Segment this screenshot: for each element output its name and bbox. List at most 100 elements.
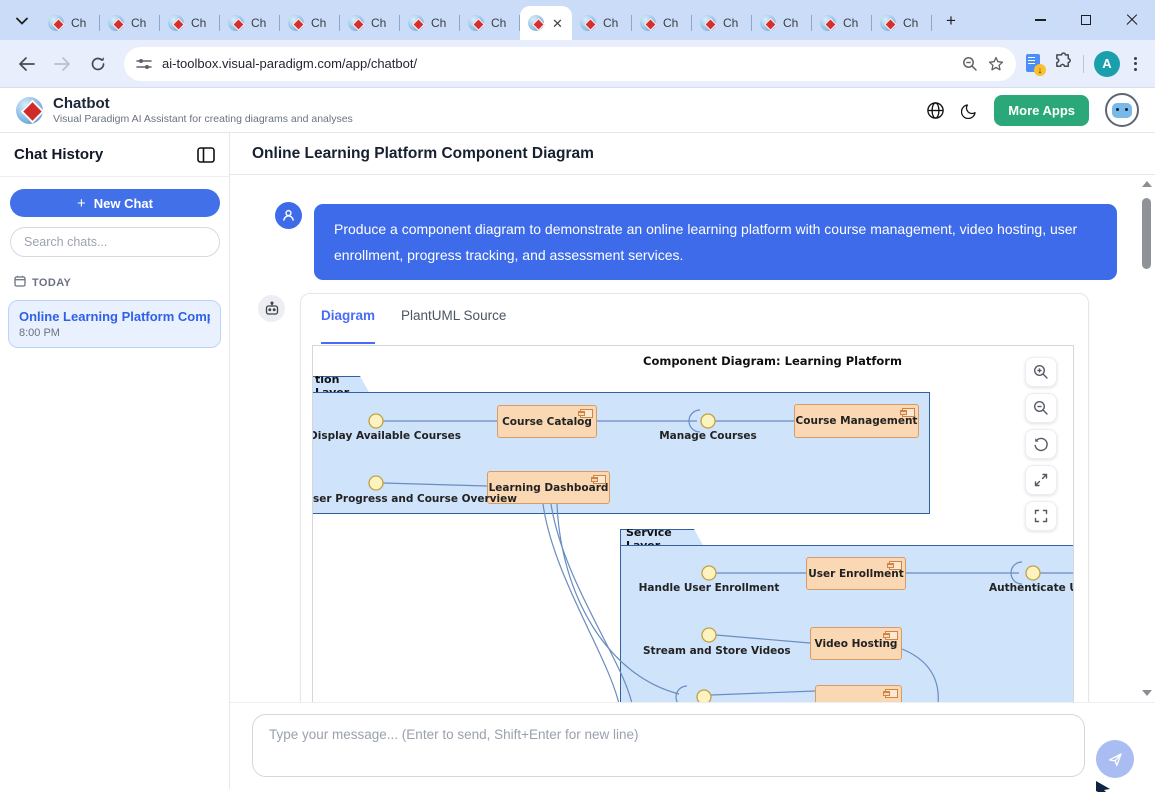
diagram-viewport: tion Layer Service Layer: [312, 345, 1074, 702]
browser-tab[interactable]: Ch ✕: [692, 6, 752, 40]
zoom-out-button[interactable]: [1025, 393, 1057, 423]
window-maximize-button[interactable]: [1063, 0, 1109, 40]
site-settings-icon[interactable]: [136, 58, 152, 70]
window-minimize-button[interactable]: [1017, 0, 1063, 40]
expand-button[interactable]: [1025, 465, 1057, 495]
browser-tab[interactable]: Ch ✕: [460, 6, 520, 40]
interface-handle-user-enrollment: Handle User Enrollment: [638, 582, 780, 594]
browser-tab[interactable]: Ch ✕: [752, 6, 812, 40]
scroll-down-arrow[interactable]: [1142, 690, 1152, 696]
component-video-hosting: Video Hosting: [810, 627, 902, 660]
bookmark-star-icon[interactable]: [988, 56, 1004, 72]
app-title: Chatbot: [53, 95, 353, 113]
toolbar-divider: [1083, 55, 1084, 73]
browser-tab[interactable]: Ch ✕: [340, 6, 400, 40]
search-chats-input[interactable]: [10, 227, 220, 257]
app-subtitle: Visual Paradigm AI Assistant for creatin…: [53, 113, 353, 125]
toolbar-right: ↓ A: [1026, 51, 1145, 77]
zoom-in-button[interactable]: [1025, 357, 1057, 387]
new-tab-button[interactable]: +: [938, 8, 964, 34]
new-chat-button[interactable]: + New Chat: [10, 189, 220, 217]
diagram-reply-card: Diagram PlantUML Source tion Layer Servi…: [300, 293, 1089, 702]
reload-button[interactable]: [82, 48, 114, 80]
visual-paradigm-favicon: [288, 15, 304, 31]
visual-paradigm-favicon: [108, 15, 124, 31]
zoom-page-icon[interactable]: [962, 56, 978, 72]
component-icon: [593, 475, 606, 484]
interface-user-progress: ser Progress and Course Overview: [313, 493, 517, 505]
chat-scrollbar[interactable]: [1140, 177, 1153, 700]
visual-paradigm-favicon: [228, 15, 244, 31]
scrollbar-thumb[interactable]: [1142, 198, 1151, 269]
component-icon: [902, 408, 915, 417]
page-title: Online Learning Platform Component Diagr…: [252, 145, 594, 163]
browser-tab[interactable]: Ch ✕: [872, 6, 932, 40]
send-button[interactable]: [1096, 740, 1134, 778]
browser-tab[interactable]: Ch ✕: [572, 6, 632, 40]
main-panel: Online Learning Platform Component Diagr…: [230, 133, 1155, 789]
visual-paradigm-favicon: [580, 15, 596, 31]
browser-tab[interactable]: Ch ✕: [400, 6, 460, 40]
fullscreen-button[interactable]: [1025, 501, 1057, 531]
collapse-sidebar-icon[interactable]: [197, 147, 215, 163]
visual-paradigm-favicon: [528, 15, 544, 31]
browser-menu-kebab-icon[interactable]: [1130, 53, 1141, 75]
scroll-up-arrow[interactable]: [1142, 181, 1152, 187]
browser-tab[interactable]: Ch ✕: [632, 6, 692, 40]
message-composer: [230, 702, 1155, 788]
browser-tab[interactable]: Ch ✕: [812, 6, 872, 40]
dark-mode-moon-icon[interactable]: [961, 102, 978, 119]
browser-tab[interactable]: Ch ✕: [100, 6, 160, 40]
diagram-zoom-controls: [1025, 357, 1057, 531]
chat-item-time: 8:00 PM: [19, 327, 210, 339]
interface-manage-courses: Manage Courses: [658, 430, 758, 442]
message-input[interactable]: [252, 714, 1085, 777]
interface-authenticate-users: Authenticate Users: [989, 582, 1074, 594]
browser-tab[interactable]: Ch ✕: [520, 6, 572, 40]
language-globe-icon[interactable]: [926, 101, 945, 120]
sidebar-title: Chat History: [14, 146, 103, 163]
app-header: Chatbot Visual Paradigm AI Assistant for…: [0, 88, 1155, 133]
component-icon: [885, 689, 898, 698]
window-controls: [1017, 0, 1155, 40]
new-chat-label: New Chat: [94, 196, 153, 211]
browser-tab[interactable]: Ch ✕: [280, 6, 340, 40]
visual-paradigm-favicon: [468, 15, 484, 31]
visual-paradigm-favicon: [348, 15, 364, 31]
mouse-cursor: [1096, 779, 1112, 797]
chat-history-sidebar: Chat History + New Chat TODAY Online Lea…: [0, 133, 230, 789]
tab-search-chevron-icon[interactable]: [8, 7, 36, 35]
extensions-puzzle-icon[interactable]: [1054, 52, 1073, 76]
chat-area: Produce a component diagram to demonstra…: [230, 175, 1155, 702]
component-user-enrollment: User Enrollment: [806, 557, 906, 590]
reading-list-extension-icon[interactable]: ↓: [1026, 54, 1044, 74]
browser-tab[interactable]: Ch ✕: [40, 6, 100, 40]
url-text: ai-toolbox.visual-paradigm.com/app/chatb…: [162, 56, 952, 71]
tab-close-icon[interactable]: ✕: [552, 17, 563, 30]
tab-plantuml-source[interactable]: PlantUML Source: [401, 308, 506, 344]
window-close-button[interactable]: [1109, 0, 1155, 40]
tab-diagram[interactable]: Diagram: [321, 308, 375, 344]
reset-view-button[interactable]: [1025, 429, 1057, 459]
chat-history-item[interactable]: Online Learning Platform Comp... 8:00 PM: [8, 300, 221, 348]
visual-paradigm-favicon: [700, 15, 716, 31]
section-today-label: TODAY: [32, 277, 71, 289]
browser-tab-strip: Ch ✕ Ch ✕ Ch ✕ Ch ✕ Ch ✕ Ch ✕ Ch ✕: [0, 0, 1155, 40]
interface-stream-store-videos: Stream and Store Videos: [643, 645, 783, 657]
profile-avatar[interactable]: A: [1094, 51, 1120, 77]
more-apps-button[interactable]: More Apps: [994, 95, 1089, 126]
omnibox[interactable]: ai-toolbox.visual-paradigm.com/app/chatb…: [124, 47, 1016, 81]
browser-tab[interactable]: Ch ✕: [220, 6, 280, 40]
visual-paradigm-favicon: [760, 15, 776, 31]
component-icon: [580, 409, 593, 418]
visual-paradigm-favicon: [880, 15, 896, 31]
browser-tabs: Ch ✕ Ch ✕ Ch ✕ Ch ✕ Ch ✕ Ch ✕ Ch ✕: [40, 0, 932, 40]
component-course-catalog: Course Catalog: [497, 405, 597, 438]
browser-tab[interactable]: Ch ✕: [160, 6, 220, 40]
forward-button[interactable]: [46, 48, 78, 80]
visual-paradigm-favicon: [408, 15, 424, 31]
visual-paradigm-favicon: [168, 15, 184, 31]
component-icon: [889, 561, 902, 570]
back-button[interactable]: [10, 48, 42, 80]
visual-paradigm-logo: [16, 97, 43, 124]
